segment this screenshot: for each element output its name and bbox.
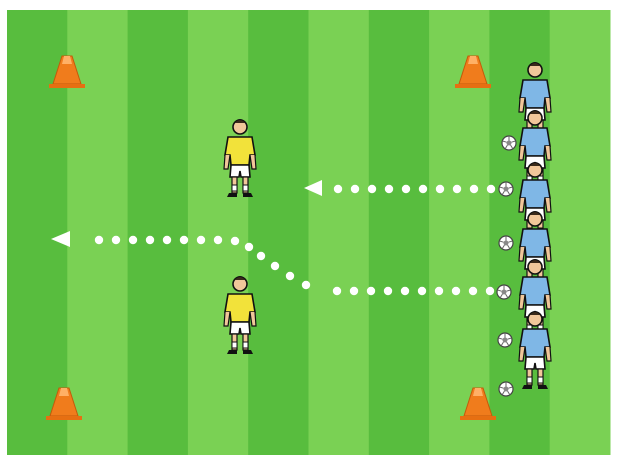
pass-dot: [402, 185, 410, 193]
pass-dot: [257, 252, 265, 260]
pass-dot: [487, 185, 495, 193]
pass-dot: [286, 272, 294, 280]
pitch-stripe: [550, 10, 611, 455]
pass-dot: [469, 287, 477, 295]
pitch-stripe: [309, 10, 370, 455]
pitch-stripe: [369, 10, 430, 455]
pitch-stripe: [128, 10, 189, 455]
pass-dot: [271, 262, 279, 270]
pass-dot: [180, 236, 188, 244]
pass-dot: [486, 287, 494, 295]
ball-icon: [502, 136, 516, 150]
pass-dot: [385, 185, 393, 193]
pass-dot: [214, 236, 222, 244]
pass-dot: [435, 287, 443, 295]
pass-dot: [350, 287, 358, 295]
pass-dot: [146, 236, 154, 244]
pass-dot: [197, 236, 205, 244]
pass-dot: [436, 185, 444, 193]
pass-dot: [231, 237, 239, 245]
pass-dot: [419, 185, 427, 193]
pass-dot: [384, 287, 392, 295]
pass-dot: [368, 185, 376, 193]
pass-dot: [418, 287, 426, 295]
pass-dot: [453, 185, 461, 193]
pass-dot: [401, 287, 409, 295]
pass-dot: [163, 236, 171, 244]
pitch-stripe: [188, 10, 249, 455]
ball-icon: [499, 382, 513, 396]
ball-icon: [498, 333, 512, 347]
pitch-stripes: [7, 10, 611, 455]
ball-icon: [499, 182, 513, 196]
pitch-stripe: [248, 10, 309, 455]
pass-dot: [470, 185, 478, 193]
pass-dot: [129, 236, 137, 244]
pass-dot: [95, 236, 103, 244]
pass-dot: [245, 243, 253, 251]
pass-dot: [367, 287, 375, 295]
pass-dot: [351, 185, 359, 193]
pass-dot: [302, 281, 310, 289]
pass-dot: [334, 185, 342, 193]
pass-dot: [452, 287, 460, 295]
pass-dot: [333, 287, 341, 295]
ball-icon: [497, 285, 511, 299]
pass-dot: [112, 236, 120, 244]
ball-icon: [499, 236, 513, 250]
